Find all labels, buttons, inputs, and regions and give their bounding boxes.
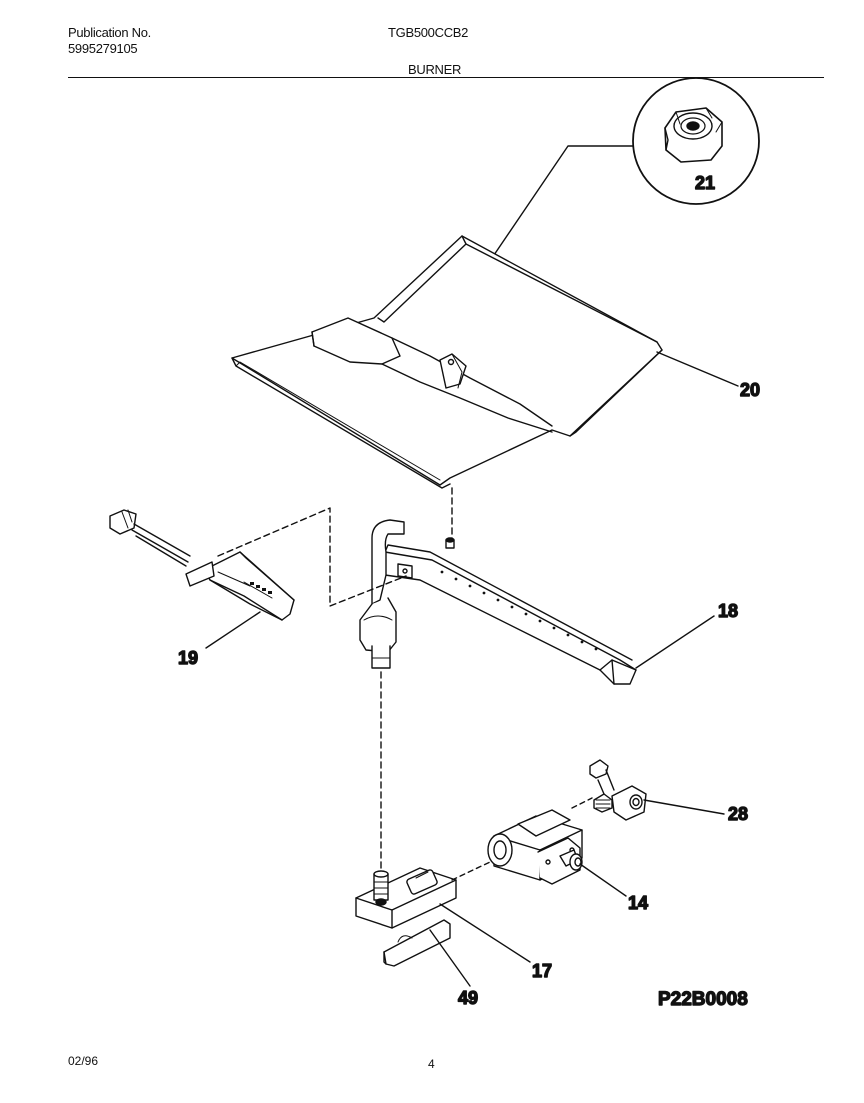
footer-date: 02/96 [68, 1054, 99, 1068]
header-rule [68, 77, 824, 78]
igniter [109, 509, 295, 621]
orifice-holder [355, 867, 457, 929]
publication-number: 5995279105 [68, 41, 138, 56]
baffle-leader-line [656, 351, 739, 387]
bracket-leader-line [429, 929, 471, 987]
callout-18: 18 [718, 601, 738, 621]
gas-valve [487, 809, 583, 885]
orifice-fitting [589, 759, 647, 821]
assembly-line-valve [451, 861, 491, 881]
callout-28: 28 [728, 804, 748, 824]
callout-17: 17 [532, 961, 552, 981]
orifice-holder-leader-line [439, 903, 531, 963]
burner-baffle [231, 235, 663, 489]
fitting-leader-line [643, 799, 725, 815]
model-number: TGB500CCB2 [388, 25, 469, 40]
igniter-leader-line [205, 611, 261, 649]
diagram-code: P22B0008 [658, 989, 748, 1010]
callout-20: 20 [740, 380, 760, 400]
callout-21: 21 [695, 173, 715, 193]
bracket [383, 919, 451, 967]
valve-leader-line [579, 863, 627, 897]
section-title: BURNER [408, 62, 462, 77]
callout-19: 19 [178, 648, 198, 668]
igniter-mount-dashed-line [217, 507, 407, 607]
burner-tube-leader-line [635, 615, 715, 669]
callout-49: 49 [458, 988, 478, 1008]
page-number: 4 [428, 1057, 435, 1071]
burner-tube [359, 519, 637, 685]
callout-14: 14 [628, 893, 648, 913]
publication-label: Publication No. [68, 25, 151, 40]
nut-detail-circle [632, 77, 760, 205]
assembly-line-fitting [571, 797, 593, 809]
